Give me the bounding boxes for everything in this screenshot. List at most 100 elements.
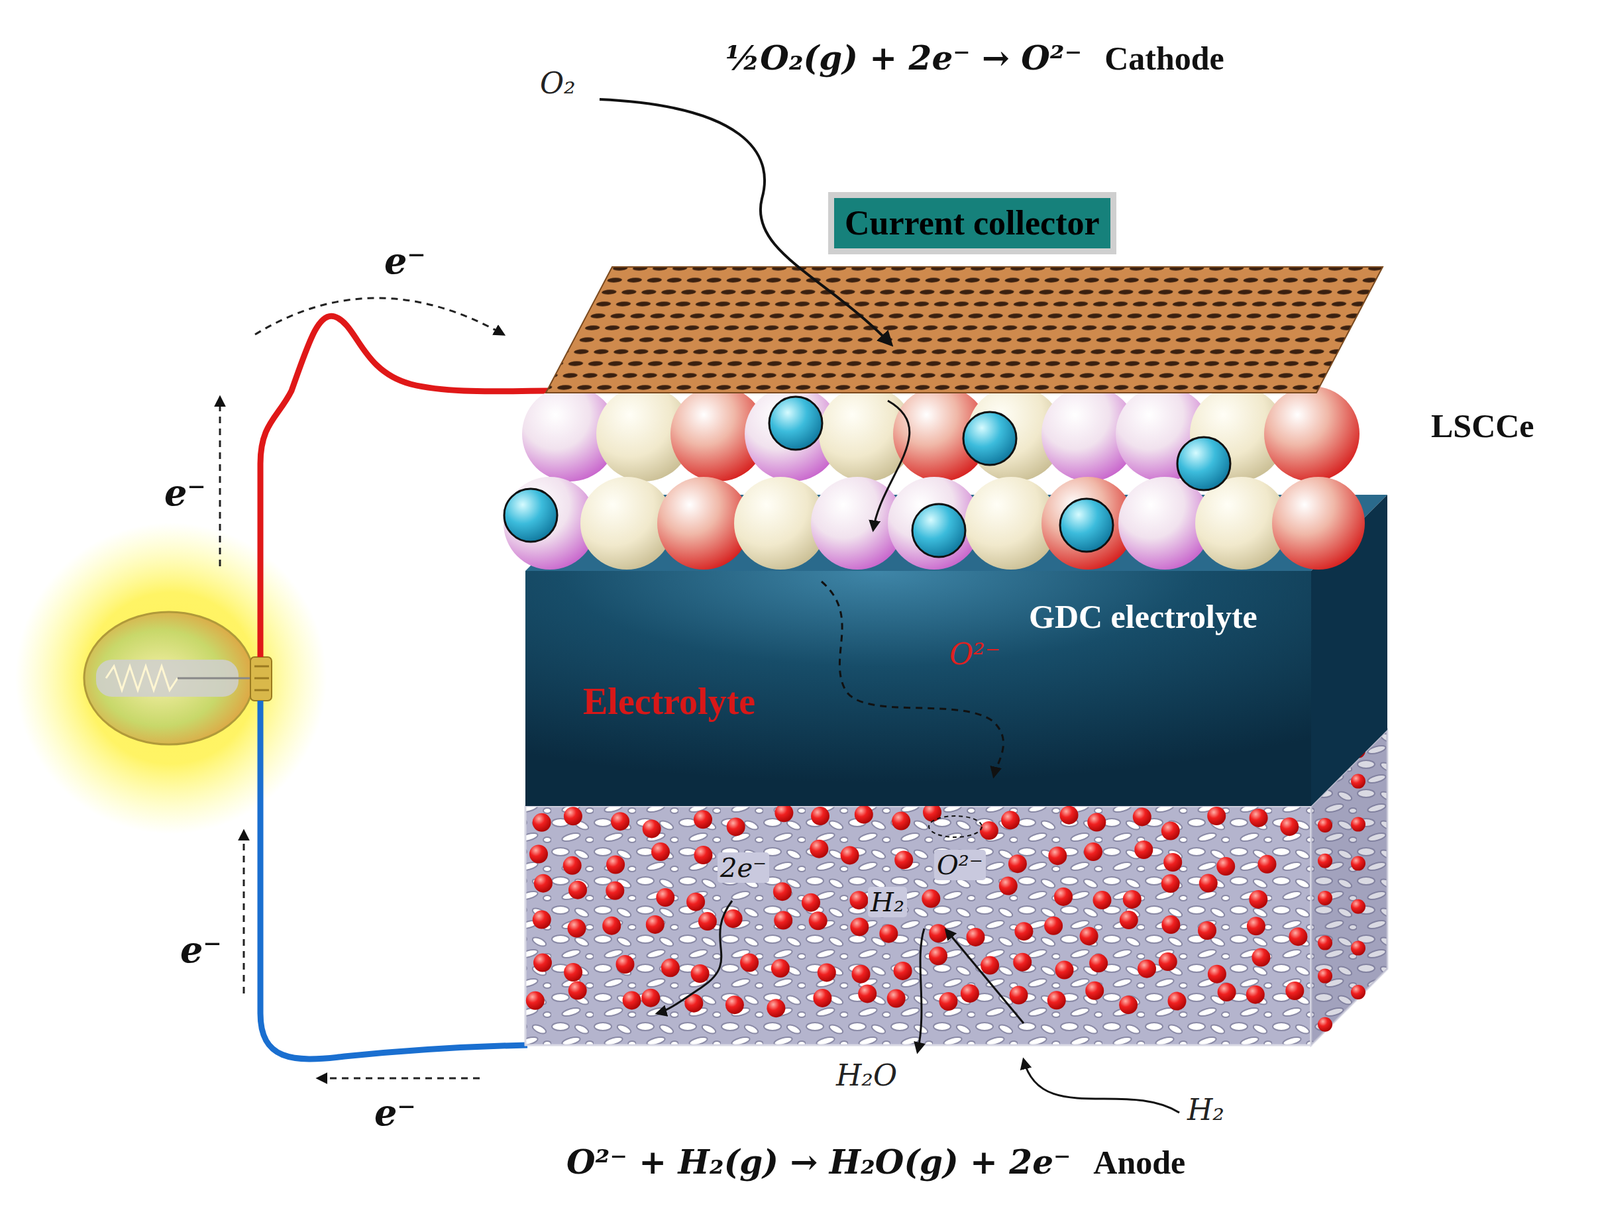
anode-particle [606,855,625,875]
blue-wire [260,700,528,1060]
gas-label: H₂ [1187,1093,1225,1127]
bulb-filament [106,666,178,691]
anode-particle [691,964,710,984]
water-formation-arrow [917,928,925,1053]
anode-particle [766,999,786,1018]
anode-particle [850,891,869,910]
anode-particle [642,819,662,839]
anode-particle [1350,899,1366,915]
anode-particle [1216,857,1235,876]
anode-particle [1249,808,1269,828]
anode-particle [854,805,874,825]
anode-particle [817,963,837,982]
anode-particle [773,911,793,931]
anode-front-face [525,806,1312,1046]
anode-particle [651,842,670,862]
mesh-current-collector [545,266,1383,393]
dopant-particle [504,488,558,542]
dopant-particle [963,412,1017,466]
anode-particle [1137,960,1157,979]
anode-particle [1258,855,1277,874]
cathode-layer: LSCCe [520,397,1395,567]
bulb-thread [254,677,269,680]
ion-label: O²⁻ [949,637,1001,672]
electrolyte-front-face [525,571,1312,807]
anode-particle [801,893,821,913]
anode-particle [1060,806,1079,825]
anode-particle [533,874,553,894]
anode-particle [1087,813,1106,833]
anode-particle [1047,991,1067,1010]
anode-particle [1048,846,1067,866]
species-label: 2e⁻ [717,852,770,884]
anode-particle [645,915,665,935]
anode-particle [1014,922,1033,941]
anode-particle [1134,840,1153,860]
anode-particle [563,806,583,826]
anode-particle [1001,810,1020,830]
anode-particle [1161,822,1180,841]
anode-particle [999,877,1018,896]
anode-particle [857,984,877,1004]
electron-release-arrow [657,901,733,1014]
anode-particle [686,893,705,912]
gas-label: O₂ [539,66,576,101]
anode-particle [810,806,830,826]
anode-particle [1317,891,1333,906]
anode-particle [960,984,980,1004]
anode-particle [532,910,552,930]
anode-particle [1285,981,1304,1001]
anode-particle [724,909,743,929]
anode-particle [1317,853,1333,869]
red-wire [260,316,550,658]
anode-particle [1350,817,1366,833]
layer-label: Electrolyte [583,680,756,723]
anode-particle [602,916,621,936]
anode-particle [879,924,898,944]
anode-particle [1079,926,1099,946]
anode-particle [532,813,552,833]
electrode-label: Cathode [1104,39,1225,78]
anode-particle [1217,983,1237,1002]
anode-particle [1085,981,1104,1001]
electrode-label: Anode [1093,1143,1186,1182]
electron-flow-arrow [255,298,504,335]
anode-particle [1055,961,1074,980]
anode-particle [1317,818,1333,833]
gas-label: H₂O [836,1058,898,1093]
reaction-equation: ½O₂(g) + 2e⁻ → O²⁻ [725,38,1082,78]
electrolyte-band: GDC electrolyteElectrolyteO²⁻ [525,571,1312,807]
anode-particle [655,888,675,907]
anode-particle [725,995,745,1015]
cathode-particles [504,396,1231,558]
anode-particle [1350,774,1366,790]
layer-label: LSCCe [1431,406,1535,446]
anode-particle [980,956,1000,976]
reaction-equation: O²⁻ + H₂(g) → H₂O(g) + 2e⁻ [566,1142,1071,1182]
anode-particle [1013,953,1032,972]
anode-particle [698,912,717,931]
hydrogen-inflow-arrow [1023,1060,1180,1114]
anode-particle [966,928,986,947]
anode-particle [1054,887,1073,907]
bulb-thread [254,689,269,692]
electron-label: e⁻ [180,928,222,972]
anode-particle [771,959,790,978]
anode-particle [1168,992,1187,1012]
hydrogen-path-arrow [946,930,1024,1024]
electron-label: e⁻ [374,1091,417,1135]
anode-particle [567,919,587,939]
anode-particle [1246,916,1266,936]
bulb-thread [254,665,269,668]
anode-particle [1197,921,1217,941]
anode-particle [1317,1017,1333,1033]
current-collector-box: Current collector [828,192,1117,255]
anode-particle [1251,948,1271,968]
anode-particle [1280,817,1299,837]
anode-particle [1350,856,1366,872]
anode-particle [1161,915,1180,935]
anode-particle [1207,806,1226,826]
anode-particle [694,846,713,865]
anode-particle [1207,965,1227,984]
